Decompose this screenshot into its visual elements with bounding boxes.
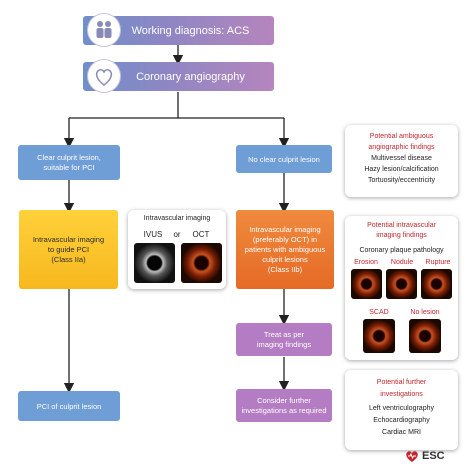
scad-image [363,319,395,353]
panel3-title-line1: Potential further [376,379,427,386]
nodule-label: Nodule [390,259,414,266]
pci-culprit-lesion-box: PCI of culprit lesion [18,391,120,421]
guide-line3: (Class IIa) [51,254,86,264]
esc-logo-text: ESC [422,450,445,462]
no-clear-culprit-text: No clear culprit lesion [248,154,320,164]
panel1-item: Multivessel disease [371,155,432,162]
oct-label: OCT [192,230,210,239]
rupture-label: Rupture [425,259,451,266]
esc-heart-icon [406,451,418,462]
ivus-label: IVUS [143,230,163,239]
esc-logo: ESC [404,448,445,464]
panel3-item: Echocardiography [373,417,430,424]
panel2-title-line2: imaging findings [376,232,427,239]
panel1-title-line1: Potential ambiguous [369,133,434,140]
treat-line2: imaging findings [256,339,312,349]
panel3-item: Left ventriculography [369,405,434,412]
working-diagnosis-text: Working diagnosis: ACS [131,24,250,37]
intravascular-findings-panel: Potential intravascular imaging findings… [345,216,458,360]
treat-per-imaging-box: Treat as per imaging findings [236,323,332,356]
treat-line1: Treat as per [263,329,305,339]
panel2-title-line1: Potential intravascular [367,222,436,229]
nodule-image [386,269,417,299]
oct-line3: patients with ambiguous [244,244,326,254]
imaging-title: Intravascular imaging [143,215,211,222]
oct-line1: Intravascular imaging [249,224,321,234]
clear-culprit-line2: suitable for PCI [43,162,95,172]
consider-line1: Consider further [257,395,311,405]
scad-label: SCAD [369,309,389,316]
oct-image [181,243,222,283]
erosion-label: Erosion [354,259,378,266]
heart-icon [88,60,120,92]
oct-line4: culprit lesions [262,254,308,264]
consider-line2: investigations as required [241,405,327,415]
no-lesion-image [409,319,441,353]
no-clear-culprit-box: No clear culprit lesion [236,145,332,173]
oct-line5: (Class IIb) [267,264,303,274]
guide-line2: to guide PCI [47,244,90,254]
coronary-angiography-text: Coronary angiography [136,70,245,83]
imaging-guide-pci-box: Intravascular imaging to guide PCI (Clas… [19,210,118,289]
oct-line2: (preferably OCT) in [252,234,318,244]
guide-line1: Intravascular imaging [32,234,105,244]
panel1-item: Tortuosity/eccentricity [368,177,435,184]
ambiguous-angiographic-panel: Potential ambiguous angiographic finding… [345,125,458,197]
rupture-image [421,269,452,299]
panel2-subtitle: Coronary plaque pathology [359,247,444,254]
panel3-title-line2: investigations [380,391,423,398]
consider-investigations-box: Consider further investigations as requi… [236,389,332,422]
clear-culprit-lesion-box: Clear culprit lesion, suitable for PCI [18,145,120,180]
panel1-item: Hazy lesion/calcification [364,166,439,173]
patient-doctor-icon [88,14,120,46]
clear-culprit-line1: Clear culprit lesion, [37,152,101,162]
no-lesion-label: No lesion [410,309,440,316]
further-investigations-panel: Potential further investigations Left ve… [345,370,458,450]
panel3-item: Cardiac MRI [382,429,421,436]
panel1-title-line2: angiographic findings [368,144,435,151]
imaging-oct-ambiguous-box: Intravascular imaging (preferably OCT) i… [236,210,334,289]
ivus-image [134,243,175,283]
or-label: or [173,230,181,239]
erosion-image [351,269,382,299]
imaging-modality-panel: Intravascular imaging IVUS or OCT [128,210,226,289]
pci-culprit-text: PCI of culprit lesion [36,401,102,411]
